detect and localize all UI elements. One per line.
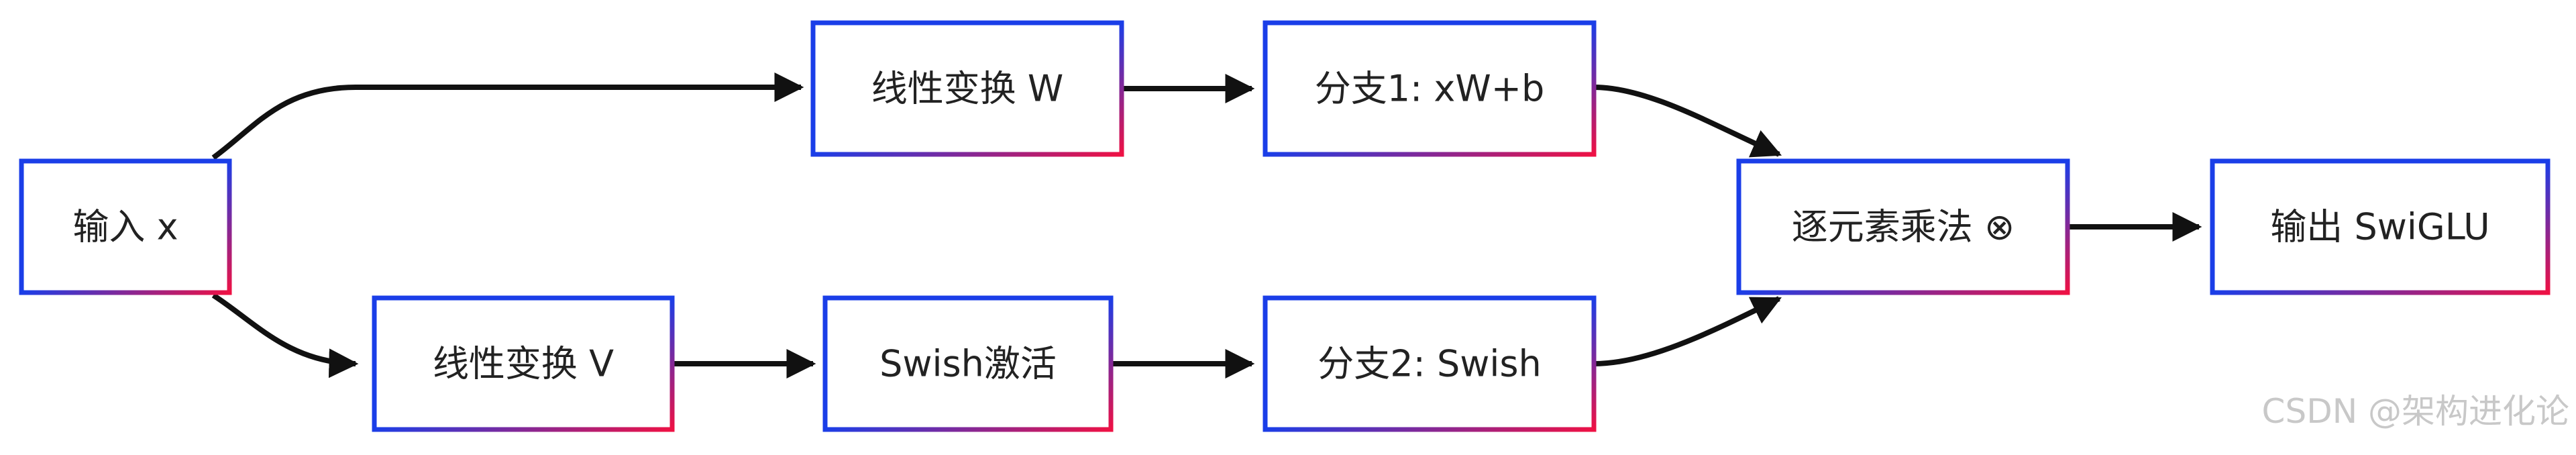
edge-input-to-linear-v	[211, 293, 359, 378]
edge-branch2-to-multiply	[1593, 296, 1782, 366]
node-branch1-label: 分支1: xW+b	[1315, 68, 1545, 110]
edge-input-to-linear-w	[211, 72, 804, 160]
node-multiply: 逐元素乘法 ⊗	[1736, 158, 2070, 295]
node-output: 输出 SwiGLU	[2210, 158, 2551, 295]
node-multiply-label: 逐元素乘法 ⊗	[1792, 206, 2015, 248]
watermark-text: CSDN @架构进化论	[2262, 392, 2569, 431]
node-linear-v-label: 线性变换 V	[433, 343, 614, 385]
node-linear-w: 线性变换 W	[810, 20, 1124, 157]
node-output-label: 输出 SwiGLU	[2270, 206, 2489, 248]
node-input-label: 输入 x	[72, 206, 178, 248]
edges	[211, 72, 2202, 378]
node-swish-activation-label: Swish激活	[879, 343, 1057, 385]
node-linear-w-label: 线性变换 W	[871, 68, 1064, 110]
node-input: 输入 x	[19, 158, 232, 295]
node-swish-activation: Swish激活	[822, 295, 1114, 432]
edge-branch1-to-multiply	[1593, 85, 1782, 158]
node-linear-v: 线性变换 V	[372, 295, 675, 432]
node-branch1: 分支1: xW+b	[1263, 20, 1597, 157]
node-branch2-label: 分支2: Swish	[1318, 343, 1542, 385]
node-branch2: 分支2: Swish	[1263, 295, 1597, 432]
